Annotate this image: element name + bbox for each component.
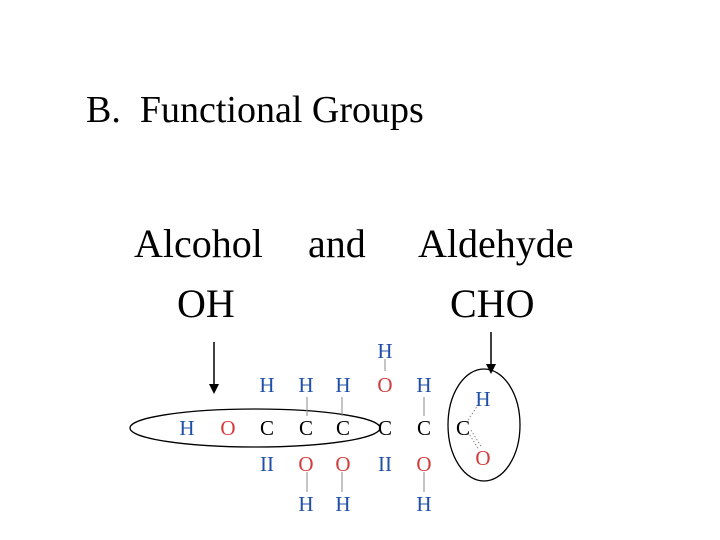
atom-h: II xyxy=(260,452,274,476)
aldehyde-bonds xyxy=(467,404,483,451)
bond-line xyxy=(470,429,483,449)
aldehyde-group-ellipse xyxy=(447,368,521,482)
bond-line xyxy=(467,431,480,451)
bond-line xyxy=(467,404,479,421)
aldehyde-formula: CHO xyxy=(450,281,535,326)
atom-c: C xyxy=(417,416,431,440)
atom-h: II xyxy=(378,452,392,476)
atom-h: H xyxy=(298,492,313,516)
atom-h: H xyxy=(335,492,350,516)
atom-c: C xyxy=(456,416,470,440)
aldehyde-label: Aldehyde xyxy=(418,221,574,266)
atom-h: H xyxy=(259,373,274,397)
atom-h: H xyxy=(416,492,431,516)
atom-c: C xyxy=(260,416,274,440)
atom-h: H xyxy=(475,387,490,411)
atom-h: H xyxy=(416,373,431,397)
and-label: and xyxy=(308,221,366,266)
atom-o: O xyxy=(335,452,350,476)
atom-c: C xyxy=(336,416,350,440)
atom-o: O xyxy=(377,373,392,397)
single-bonds xyxy=(306,359,425,492)
aldehyde-arrow-head xyxy=(486,364,496,374)
slide-title: B. Functional Groups xyxy=(86,89,424,131)
alcohol-group-ellipse xyxy=(129,408,381,448)
atom-h: H xyxy=(377,339,392,363)
atom-c: C xyxy=(378,416,392,440)
alcohol-formula: OH xyxy=(177,281,235,326)
alcohol-label: Alcohol xyxy=(134,221,263,266)
atom-o: O xyxy=(416,452,431,476)
atom-h: H xyxy=(179,416,194,440)
atom-h: H xyxy=(298,373,313,397)
atom-h: H xyxy=(335,373,350,397)
atom-o: O xyxy=(475,446,490,470)
atom-o: O xyxy=(298,452,313,476)
atom-c: C xyxy=(299,416,313,440)
alcohol-arrow-head xyxy=(209,384,219,394)
atom-o: O xyxy=(220,416,235,440)
